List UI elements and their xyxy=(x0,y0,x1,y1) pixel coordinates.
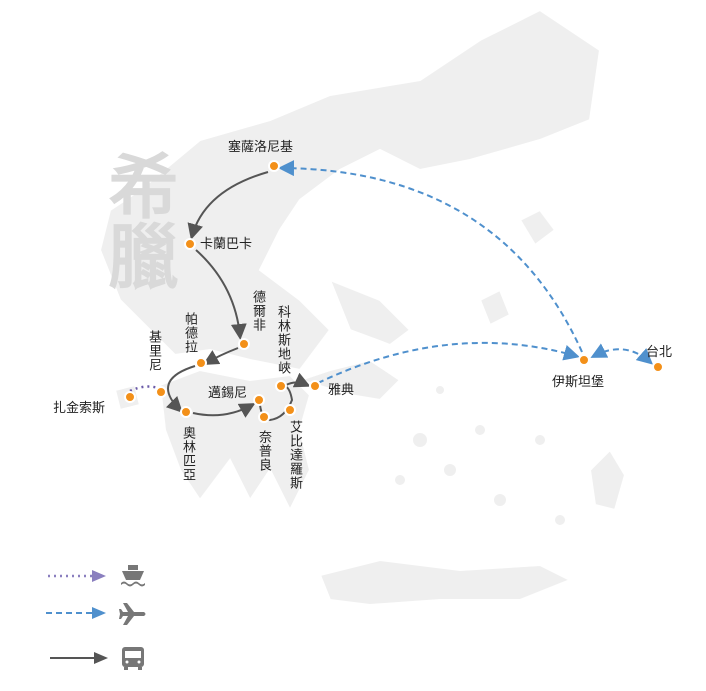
route-plane-istanbul-taipei xyxy=(590,343,654,365)
dot-olympia xyxy=(180,406,192,418)
city-dots xyxy=(124,160,664,423)
dot-nafplio xyxy=(258,411,270,423)
label-corinth-canal: 科林斯地峽 xyxy=(275,305,290,375)
dot-patras xyxy=(195,357,207,369)
label-mycenae: 邁錫尼 xyxy=(208,386,248,401)
bus-icon xyxy=(122,647,144,670)
label-kalambaka: 卡蘭巴卡 xyxy=(200,237,253,252)
label-epidaurus: 艾比達羅斯 xyxy=(287,420,302,490)
dot-athens xyxy=(309,380,321,392)
plane-icon xyxy=(119,603,146,625)
route-corinth-athens xyxy=(285,372,311,388)
label-nafplio: 奈普良 xyxy=(256,430,271,472)
label-thessaloniki: 塞薩洛尼基 xyxy=(228,140,294,155)
route-thessaloniki-kalambaka xyxy=(187,171,269,240)
dot-kalambaka xyxy=(184,238,196,250)
country-watermark: 希臘 xyxy=(97,150,179,290)
label-patras: 帕德拉 xyxy=(182,312,197,354)
dot-delphi xyxy=(238,338,250,350)
dot-corinth xyxy=(275,380,287,392)
route-plane-athens-istanbul xyxy=(317,341,580,384)
route-delphi-patras xyxy=(202,347,239,365)
route-kalambaka-delphi xyxy=(195,249,247,340)
label-olympia: 奧林匹亞 xyxy=(180,426,195,482)
route-plane-istanbul-thessaloniki xyxy=(278,160,583,353)
dot-epidaurus xyxy=(284,404,296,416)
label-athens: 雅典 xyxy=(328,383,355,398)
dot-istanbul xyxy=(578,354,590,366)
label-kyllini: 基里尼 xyxy=(146,330,161,372)
route-patras-olympia xyxy=(165,365,196,413)
ship-icon xyxy=(121,565,145,587)
dot-thessaloniki xyxy=(268,160,280,172)
dot-taipei xyxy=(652,361,664,373)
label-zakynthos: 扎金索斯 xyxy=(53,401,106,416)
label-delphi: 德爾非 xyxy=(250,290,265,332)
label-istanbul: 伊斯坦堡 xyxy=(552,375,605,390)
dot-zakynthos xyxy=(124,391,136,403)
label-taipei: 台北 xyxy=(646,345,673,360)
legend-lines xyxy=(46,570,108,664)
land xyxy=(98,8,627,607)
dot-kyllini xyxy=(155,386,167,398)
dot-mycenae xyxy=(253,394,265,406)
route-olympia-mycenae xyxy=(192,403,256,418)
